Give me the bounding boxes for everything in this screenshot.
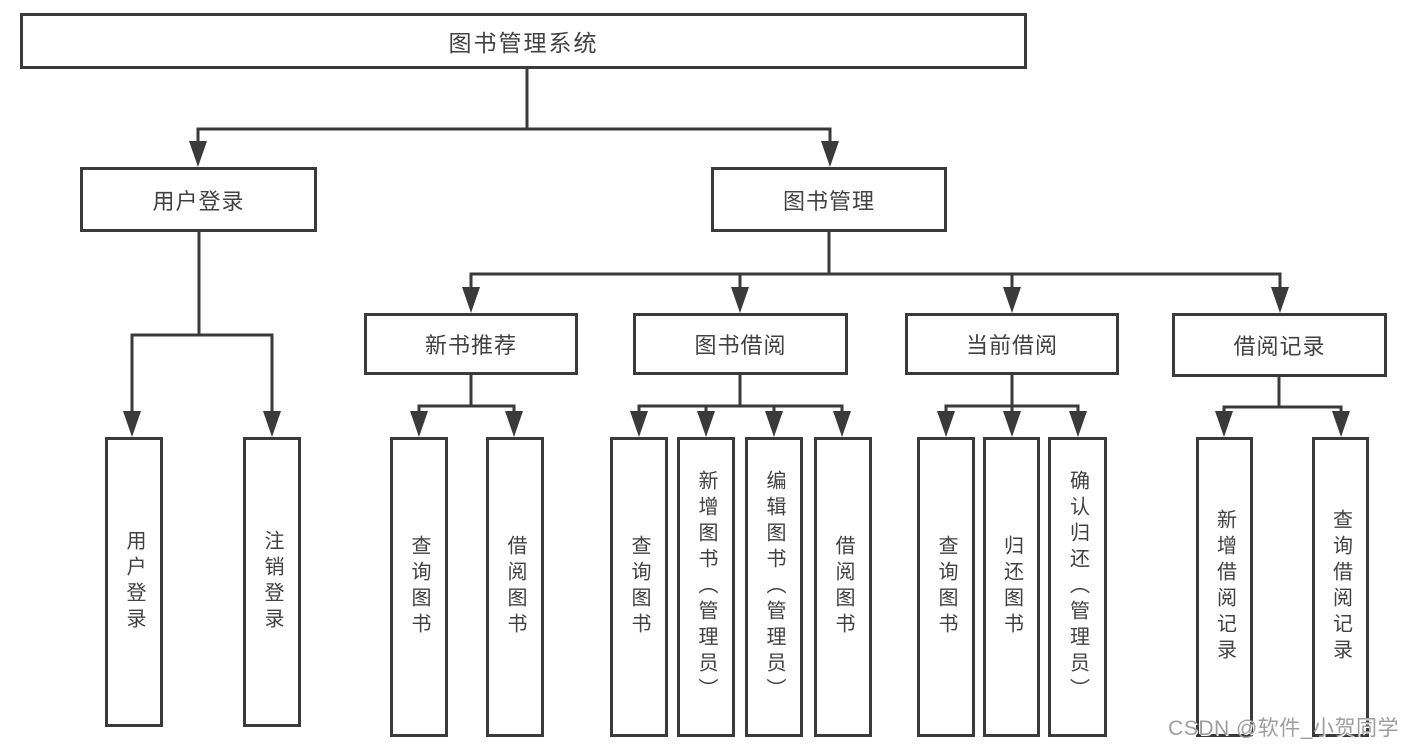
arrow-down-icon <box>697 411 715 437</box>
leaf-cb-return-books-label: 归还图书 <box>1000 535 1023 639</box>
arrow-down-icon <box>833 411 851 437</box>
arrow-down-icon <box>505 411 523 437</box>
node-borrow-records: 借阅记录 <box>1172 313 1387 377</box>
node-book-management-label: 图书管理 <box>782 188 875 214</box>
leaf-user-login: 用户登录 <box>105 437 163 727</box>
arrow-down-icon <box>1069 411 1087 437</box>
leaf-logout-label: 注销登录 <box>261 530 283 634</box>
node-library-system-label: 图书管理系统 <box>448 30 599 56</box>
leaf-bb-edit-books-admin-label: 编辑图书（管理员） <box>763 470 785 704</box>
node-current-borrowing-label: 当前借阅 <box>965 333 1058 358</box>
arrow-down-icon <box>630 411 648 437</box>
leaf-bb-query-books: 查询图书 <box>610 437 668 737</box>
watermark: CSDN @软件_小贺同学 <box>1168 717 1399 740</box>
leaf-nbr-borrow-books-label: 借阅图书 <box>504 535 526 639</box>
node-book-management: 图书管理 <box>711 167 947 232</box>
leaf-bb-edit-books-admin: 编辑图书（管理员） <box>745 437 803 737</box>
arrow-down-icon <box>263 411 281 437</box>
leaf-nbr-query-books-label: 查询图书 <box>408 535 430 639</box>
connector-book-mgmt-to-level3 <box>469 232 1282 289</box>
arrow-down-icon <box>123 411 141 437</box>
arrow-down-icon <box>410 411 428 437</box>
leaf-logout: 注销登录 <box>243 437 301 727</box>
leaf-br-add-record-label: 新增借阅记录 <box>1213 509 1236 665</box>
arrow-down-icon <box>1332 411 1350 437</box>
leaf-cb-confirm-return-admin: 确认归还（管理员） <box>1048 437 1107 737</box>
arrow-down-icon <box>462 287 480 313</box>
arrow-down-icon <box>189 141 207 167</box>
arrow-down-icon <box>731 287 749 313</box>
node-book-borrowing: 图书借阅 <box>633 313 848 375</box>
leaf-bb-add-books-admin-label: 新增图书（管理员） <box>695 470 717 704</box>
leaf-br-query-record-label: 查询借阅记录 <box>1329 509 1352 665</box>
leaf-bb-query-books-label: 查询图书 <box>628 535 650 639</box>
arrow-down-icon <box>765 411 783 437</box>
connector-new-book-rec-to-leaves <box>417 375 516 413</box>
leaf-cb-query-books: 查询图书 <box>917 437 975 737</box>
node-user-login-group: 用户登录 <box>80 167 317 232</box>
arrow-down-icon <box>1003 287 1021 313</box>
leaf-nbr-borrow-books: 借阅图书 <box>486 437 544 737</box>
leaf-bb-borrow-books-label: 借阅图书 <box>832 535 854 639</box>
node-new-book-recommend: 新书推荐 <box>364 313 578 375</box>
leaf-cb-return-books: 归还图书 <box>983 437 1040 737</box>
leaf-cb-query-books-label: 查询图书 <box>935 535 957 639</box>
connector-root-to-level2 <box>196 69 832 143</box>
node-new-book-recommend-label: 新书推荐 <box>424 333 517 358</box>
connector-user-login-to-leaves <box>130 232 274 413</box>
leaf-user-login-label: 用户登录 <box>123 530 145 634</box>
leaf-bb-add-books-admin: 新增图书（管理员） <box>677 437 735 737</box>
connector-book-borrow-to-leaves <box>637 375 844 413</box>
node-book-borrowing-label: 图书借阅 <box>694 333 787 358</box>
node-user-login-group-label: 用户登录 <box>152 188 245 214</box>
connector-current-borrow-to-leaves <box>944 375 1080 413</box>
arrowheads <box>123 141 1350 437</box>
arrow-down-icon <box>821 141 839 167</box>
leaf-br-query-record: 查询借阅记录 <box>1312 437 1369 737</box>
node-library-system: 图书管理系统 <box>20 13 1027 69</box>
connector-borrow-records-to-leaves <box>1222 375 1343 413</box>
arrow-down-icon <box>1271 287 1289 313</box>
arrow-down-icon <box>937 411 955 437</box>
leaf-cb-confirm-return-admin-label: 确认归还（管理员） <box>1066 470 1089 704</box>
leaf-br-add-record: 新增借阅记录 <box>1196 437 1253 737</box>
node-borrow-records-label: 借阅记录 <box>1233 334 1326 359</box>
leaf-nbr-query-books: 查询图书 <box>390 437 448 737</box>
node-current-borrowing: 当前借阅 <box>905 313 1119 375</box>
arrow-down-icon <box>1215 411 1233 437</box>
arrow-down-icon <box>1003 411 1021 437</box>
leaf-bb-borrow-books: 借阅图书 <box>814 437 872 737</box>
